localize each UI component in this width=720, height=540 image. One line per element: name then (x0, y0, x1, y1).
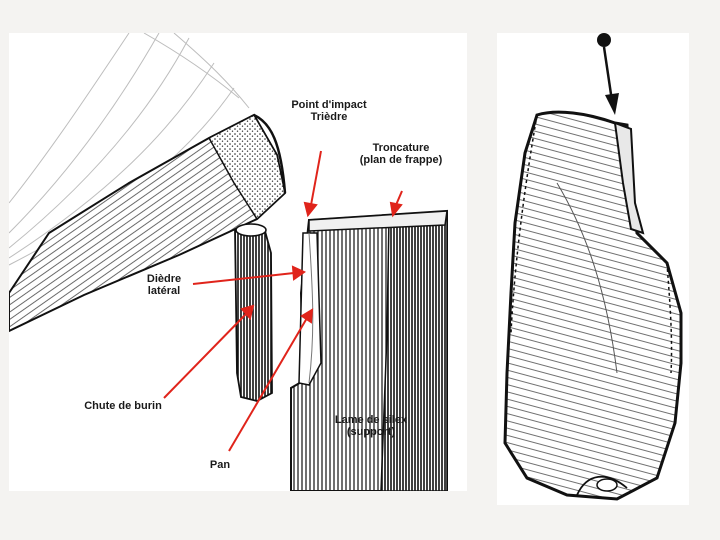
label-point-impact: Point d'impact Trièdre (279, 99, 379, 123)
label-diedre: Dièdre latéral (131, 273, 197, 297)
label-pan: Pan (205, 459, 235, 471)
burin-artifact-svg (497, 33, 689, 505)
label-lame: Lame de silex (support) (321, 414, 421, 438)
flint-artifact (505, 112, 681, 499)
burin-technique-illustration: Point d'impact Trièdre Troncature (plan … (9, 33, 467, 491)
label-chute: Chute de burin (71, 400, 175, 412)
burin-spall (235, 224, 272, 401)
flint-blade (291, 211, 447, 491)
label-troncature: Troncature (plan de frappe) (343, 142, 459, 166)
impact-marker-icon (597, 33, 619, 115)
burin-artifact-drawing (497, 33, 689, 505)
